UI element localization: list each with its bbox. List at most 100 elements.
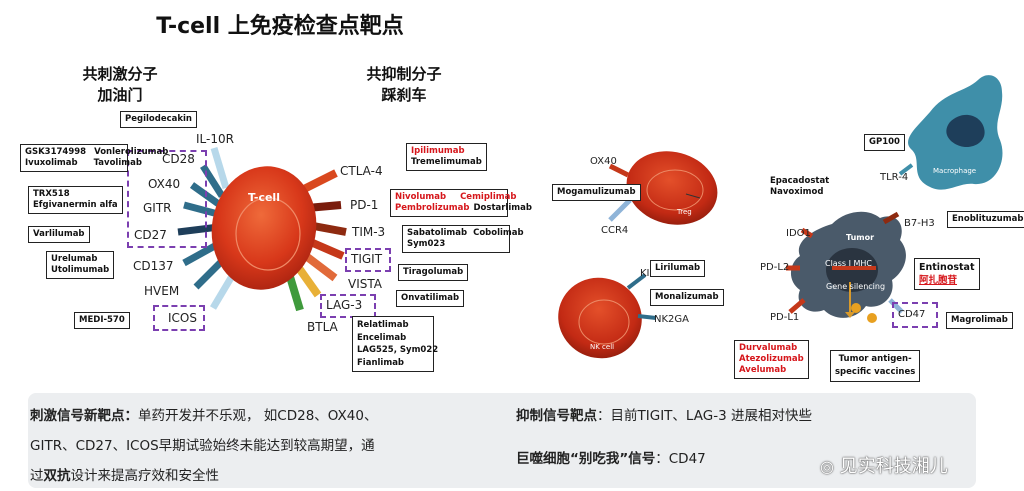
- drug-encelimab: Encelimab: [357, 332, 407, 343]
- cd28-label: CD28: [162, 152, 195, 166]
- drug-dostarlimab: Dostarlimab: [473, 203, 532, 213]
- weibo-icon: ◎: [820, 457, 834, 476]
- summary-left-3b: 双抗: [43, 468, 71, 484]
- tim3-label: TIM-3: [352, 225, 386, 239]
- summary-left-line1: 刺激信号新靶点：单药开发并不乐观， 如CD28、OX40、: [30, 404, 377, 424]
- varlilumab-box: Varlilumab: [28, 226, 90, 243]
- tumor-cell: [786, 211, 906, 323]
- drug-ipilimumab: Ipilimumab: [411, 146, 465, 156]
- t-cell: [211, 166, 317, 290]
- cd47-highlight: [892, 302, 938, 328]
- summary-right-text2: ：CD47: [655, 451, 706, 467]
- cd137-drugs-box: Urelumab Utolimumab: [46, 251, 115, 279]
- drug-entinostat: Entinostat: [919, 262, 975, 273]
- pd1-label: PD-1: [350, 198, 379, 212]
- treg-cell: [608, 151, 718, 225]
- cd28-group-highlight: [127, 150, 207, 248]
- drug-fianlimab: Fianlimab: [357, 357, 405, 368]
- hvem-label: HVEM: [144, 284, 180, 298]
- drug-sym023: Sym023: [407, 239, 446, 249]
- treg-label: Treg: [677, 208, 692, 216]
- nk-cell: [558, 273, 657, 359]
- tumor-label: Tumor: [846, 233, 875, 242]
- il10r-label: IL-10R: [196, 132, 234, 146]
- icos-label: ICOS: [168, 311, 197, 325]
- costim-header: 共刺激分子 加油门: [60, 64, 180, 106]
- nk-cell-label: NK cell: [590, 343, 615, 351]
- pdl1-label: PD-L1: [770, 312, 800, 323]
- inhib-header: 共抑制分子 踩刹车: [344, 64, 464, 106]
- gitr-drugs-box: TRX518 Efgivanermin alfa: [28, 186, 123, 214]
- summary-left-bold: 刺激信号新靶点：: [30, 408, 138, 424]
- vaccine-box: Tumor antigen- specific vaccines: [830, 350, 921, 382]
- drug-epacadostat: Epacadostat: [770, 176, 830, 186]
- summary-right-text1: ：目前TIGIT、LAG-3 进展相对快些: [597, 408, 812, 424]
- summary-right-line2: 巨噬细胞“别吃我”信号：CD47: [516, 447, 706, 467]
- costim-header-line1: 共刺激分子: [82, 65, 158, 83]
- drug-nivolumab: Nivolumab: [395, 192, 447, 202]
- summary-left-line2: GITR、CD27、ICOS早期试验始终未能达到较高期望，通: [30, 438, 375, 454]
- lag3-label: LAG-3: [326, 298, 363, 312]
- pdl2-label: PD-L2: [760, 262, 790, 273]
- cd27-label: CD27: [134, 228, 167, 242]
- tlr4-label: TLR-4: [880, 172, 909, 183]
- tiragolumab-box: Tiragolumab: [398, 264, 469, 281]
- costim-header-line2: 加油门: [97, 86, 143, 104]
- inhib-header-line2: 踩刹车: [381, 86, 427, 104]
- inhib-header-line1: 共抑制分子: [366, 65, 442, 83]
- entinostat-box: Entinostat 阿扎胞苷: [914, 258, 980, 290]
- medi570-box: MEDI-570: [74, 312, 130, 329]
- drug-tavolimab: Tavolimab: [93, 158, 142, 168]
- summary-right-bold1: 抑制信号靶点: [516, 408, 597, 424]
- kir-label: KIR: [640, 268, 657, 279]
- ido1-drugs: Epacadostat Navoximod: [770, 176, 830, 198]
- pegilodecakin-box: Pegilodecakin: [120, 111, 197, 128]
- cd47-label: CD47: [898, 309, 926, 320]
- btla-label: BTLA: [307, 320, 338, 334]
- macrophage-label: Macrophage: [933, 167, 977, 175]
- watermark: ◎ 见实科技湘儿: [820, 452, 948, 478]
- tigit-highlight: [345, 248, 391, 272]
- nk2ga-label: NK2GA: [654, 314, 689, 325]
- gitr-label: GITR: [143, 201, 172, 215]
- drug-gsk3174998: GSK3174998: [25, 147, 87, 157]
- drug-tremelimumab: Tremelimumab: [411, 157, 482, 167]
- summary-panel: [28, 393, 976, 488]
- watermark-text: 见实科技湘儿: [839, 456, 948, 477]
- drug-pembrolizumab: Pembrolizumab: [395, 203, 470, 213]
- vaccine-line1: Tumor antigen-: [838, 354, 912, 364]
- drug-efgivanermin: Efgivanermin alfa: [33, 200, 118, 210]
- summary-left-text1: 单药开发并不乐观， 如CD28、OX40、: [138, 408, 378, 424]
- drug-durvalumab: Durvalumab: [739, 343, 798, 353]
- b7h3-label: B7-H3: [904, 218, 935, 229]
- drug-atezolizumab: Atezolizumab: [739, 354, 804, 364]
- vista-label: VISTA: [348, 277, 382, 291]
- enoblituzumab-box: Enoblituzumab: [947, 211, 1024, 228]
- drug-sabatolimab: Sabatolimab: [407, 228, 468, 238]
- ox40-label: OX40: [148, 177, 181, 191]
- magrolimab-box: Magrolimab: [946, 312, 1013, 329]
- mhc-label: Class I MHC: [825, 259, 872, 268]
- lag3-highlight: [320, 294, 376, 318]
- pdl1-drugs-box: Durvalumab Atezolizumab Avelumab: [734, 340, 809, 379]
- drug-vonlerolizumab: Vonlerolizumab: [94, 147, 169, 157]
- summary-left-3a: 过: [30, 468, 44, 484]
- ido1-label: IDO1: [786, 228, 811, 239]
- onvatilimab-box: Onvatilimab: [396, 290, 465, 307]
- ctla4-label: CTLA-4: [340, 164, 383, 178]
- t-cell-label: T-cell: [248, 191, 280, 204]
- drug-urelumab: Urelumab: [51, 254, 98, 264]
- macrophage-cell: [898, 75, 1003, 190]
- lirilumab-box: Lirilumab: [650, 260, 706, 277]
- ctla4-drugs-box: Ipilimumab Tremelimumab: [406, 143, 487, 171]
- gene-silencing-label: Gene silencing: [826, 282, 886, 291]
- cd137-label: CD137: [133, 259, 174, 273]
- drug-ivuxolimab: Ivuxolimab: [25, 158, 78, 168]
- summary-left-3c: 设计来提高疗效和安全性: [70, 468, 220, 484]
- mogamulizumab-box: Mogamulizumab: [552, 184, 641, 201]
- summary-left-line3: 过双抗设计来提高疗效和安全性: [30, 464, 219, 484]
- page-title: T-cell 上免疫检查点靶点: [156, 14, 404, 39]
